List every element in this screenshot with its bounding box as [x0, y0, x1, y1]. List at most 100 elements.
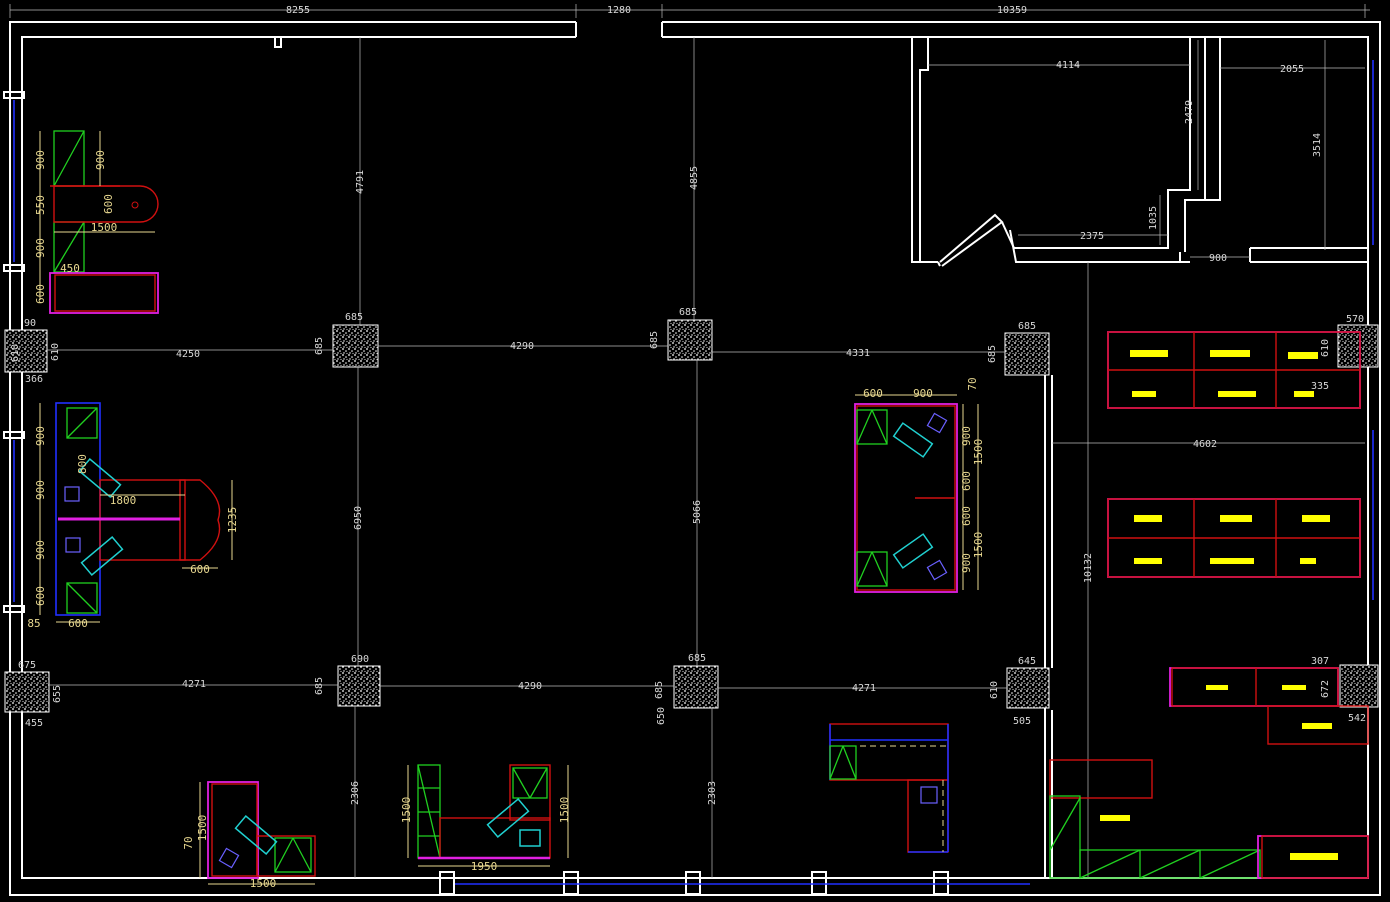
- desk-group-d: [199, 781, 316, 885]
- dimension-label: 900: [960, 426, 973, 446]
- dimension-label: 685: [314, 677, 325, 695]
- dimension-label: 600: [190, 563, 210, 576]
- dimension-labels: 8255 1280 10359 4114 2055 2479 3514 1035 2375 900…: [10, 5, 1366, 805]
- dimension-label: 4791: [355, 170, 366, 194]
- dimension-label: 610: [1320, 339, 1331, 357]
- dimension-label: 600: [960, 471, 973, 491]
- dimension-label: 645: [1018, 656, 1036, 667]
- dimension-label: 610: [989, 681, 1000, 699]
- dimension-label: 505: [1013, 716, 1031, 727]
- dimension-label: 85: [27, 617, 40, 630]
- dimension-label: 1800: [110, 494, 137, 507]
- dimension-label: 4250: [176, 349, 200, 360]
- dimension-label: 900: [34, 426, 47, 446]
- dimension-label: 455: [25, 718, 43, 729]
- desk-group-e: [407, 764, 569, 867]
- dimension-label: 655: [52, 685, 63, 703]
- store-room-partition: [1044, 355, 1053, 878]
- windows: [13, 60, 1374, 885]
- dimension-label: 8255: [286, 5, 310, 16]
- dimension-label: 2306: [350, 781, 361, 805]
- dimension-label: 3514: [1312, 133, 1323, 157]
- desk-group-a: [39, 130, 159, 314]
- dimension-label: 2303: [707, 781, 718, 805]
- dimension-label: 4114: [1056, 60, 1080, 71]
- dimension-label: 690: [351, 654, 369, 665]
- dimension-label: 650: [656, 707, 667, 725]
- dimension-label: 4290: [518, 681, 542, 692]
- dimension-label: 1950: [471, 860, 498, 873]
- dimension-label: 4271: [852, 683, 876, 694]
- dimension-label: 610: [50, 343, 61, 361]
- dimension-label: 685: [654, 681, 665, 699]
- dimension-label: 5066: [692, 500, 703, 524]
- dimension-label: 600: [960, 506, 973, 526]
- dimension-label: 900: [34, 238, 47, 258]
- dimension-label: 70: [182, 836, 195, 849]
- dimension-label: 1280: [607, 5, 631, 16]
- dimension-label: 600: [34, 284, 47, 304]
- dimension-label: 1500: [972, 439, 985, 466]
- shelf-labels: [1100, 350, 1338, 860]
- dimension-label: 542: [1348, 713, 1366, 724]
- dimension-label: 900: [94, 150, 107, 170]
- dimension-label: 4602: [1193, 439, 1217, 450]
- dimension-label: 366: [25, 374, 43, 385]
- dimension-label: 10132: [1083, 553, 1094, 583]
- dimension-label: 900: [913, 387, 933, 400]
- dimension-label: 10359: [997, 5, 1027, 16]
- dimension-label: 6950: [353, 506, 364, 530]
- dimension-label: 685: [987, 345, 998, 363]
- dimension-label: 600: [102, 194, 115, 214]
- dimension-label: 685: [1018, 321, 1036, 332]
- dimension-label: 2375: [1080, 231, 1104, 242]
- dimension-label: 900: [1209, 253, 1227, 264]
- desk-group-f: [829, 723, 949, 853]
- dimension-label: 1035: [1148, 206, 1159, 230]
- dimension-label: 4290: [510, 341, 534, 352]
- dimension-label: 1235: [226, 507, 239, 534]
- dimension-label: 4855: [689, 166, 700, 190]
- exterior-walls: [3, 21, 1381, 896]
- dimension-label: 550: [34, 195, 47, 215]
- dimension-label: 570: [1346, 314, 1364, 325]
- columns: [4, 319, 1379, 713]
- dimension-label: 610: [10, 344, 21, 362]
- dimension-label: 685: [649, 331, 660, 349]
- dimension-label: 70: [966, 377, 979, 390]
- dimension-label: 1500: [400, 797, 413, 824]
- dimension-label: 900: [34, 480, 47, 500]
- dimension-label: 685: [314, 337, 325, 355]
- dimension-label: 1500: [558, 797, 571, 824]
- dimension-label: 685: [679, 307, 697, 318]
- dimension-label: 672: [1320, 680, 1331, 698]
- dimension-label: 600: [34, 586, 47, 606]
- dimension-label: 1500: [972, 532, 985, 559]
- dimension-label: 600: [68, 617, 88, 630]
- dimension-label: 450: [60, 262, 80, 275]
- dimension-label: 307: [1311, 656, 1329, 667]
- dimension-lines: [9, 4, 1370, 878]
- dimension-label: 1500: [250, 877, 277, 890]
- dimension-label: 4271: [182, 679, 206, 690]
- dimension-label: 1500: [196, 815, 209, 842]
- office-rooms: [911, 37, 1368, 267]
- dimension-label: 2055: [1280, 64, 1304, 75]
- dimension-label: 900: [960, 553, 973, 573]
- dimension-label: 335: [1311, 381, 1329, 392]
- dimension-label: 900: [34, 150, 47, 170]
- dimension-label: 2479: [1184, 100, 1195, 124]
- dimension-label: 600: [863, 387, 883, 400]
- dimension-label: 675: [18, 660, 36, 671]
- dimension-label: 685: [688, 653, 706, 664]
- dimension-label: 685: [345, 312, 363, 323]
- dimension-label: 800: [76, 454, 89, 474]
- dimension-label: 900: [34, 540, 47, 560]
- desk-group-b: [39, 402, 233, 623]
- desk-group-c: [854, 394, 979, 593]
- dimension-label: 90: [24, 318, 36, 329]
- dimension-label: 1500: [91, 221, 118, 234]
- dimension-label: 4331: [846, 348, 870, 359]
